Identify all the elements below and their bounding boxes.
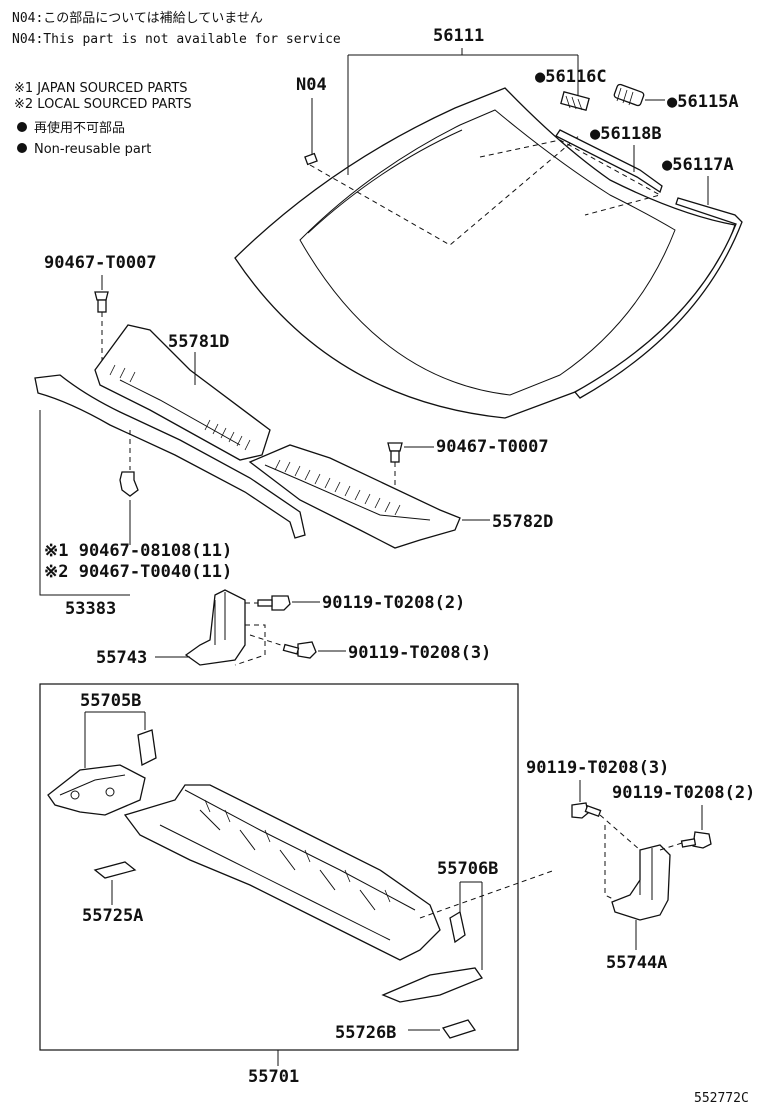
- clip-56115a[interactable]: [613, 83, 645, 107]
- svg-text:●56115A: ●56115A: [667, 92, 739, 112]
- svg-text:●56117A: ●56117A: [662, 155, 734, 175]
- svg-text:55706B: 55706B: [437, 859, 498, 879]
- svg-text:●56118B: ●56118B: [590, 124, 662, 144]
- label-90119-t0208-3-lower: 90119-T0208(3): [526, 758, 669, 802]
- bracket-55743[interactable]: [184, 589, 266, 666]
- bolt-90119-t0208-2-upper[interactable]: [245, 595, 291, 611]
- label-90119-t0208-3-upper: 90119-T0208(3): [318, 643, 491, 663]
- label-55726b: 55726B: [335, 1023, 440, 1043]
- plate-55726b[interactable]: [441, 1019, 477, 1039]
- note-non-reusable-jp: 再使用不可部品: [34, 120, 125, 136]
- svg-text:90467-T0007: 90467-T0007: [436, 437, 549, 457]
- bolt-90119-t0208-2-lower[interactable]: [659, 831, 712, 851]
- bracket-55705b[interactable]: [47, 729, 157, 816]
- label-55743: 55743: [96, 648, 190, 668]
- bracket-55706b[interactable]: [381, 910, 484, 1003]
- svg-text:90119-T0208(3): 90119-T0208(3): [348, 643, 491, 663]
- label-55782d: 55782D: [462, 512, 553, 532]
- note-local-sourced: ※2 LOCAL SOURCED PARTS: [14, 97, 192, 112]
- svg-text:55782D: 55782D: [492, 512, 553, 532]
- bullet-icon: [17, 143, 27, 153]
- svg-text:90119-T0208(2): 90119-T0208(2): [612, 783, 755, 803]
- cowl-panel-55701[interactable]: [123, 784, 556, 961]
- label-90119-t0208-2-lower: 90119-T0208(2): [612, 783, 755, 830]
- bracket-55744a[interactable]: [604, 825, 671, 921]
- diagram-id: 552772C: [694, 1091, 749, 1106]
- label-56117a: ●56117A: [662, 155, 734, 205]
- svg-text:※2 90467-T0040(11): ※2 90467-T0040(11): [44, 562, 232, 582]
- clip-56116c[interactable]: [560, 91, 590, 111]
- svg-text:55705B: 55705B: [80, 691, 141, 711]
- clip-90467-t0007-left[interactable]: [94, 291, 109, 370]
- clip-90467-t0007-right[interactable]: [387, 442, 403, 545]
- svg-text:53383: 53383: [65, 599, 116, 619]
- bolt-90119-t0208-3-upper[interactable]: [249, 634, 317, 659]
- label-56111: 56111: [347, 26, 579, 175]
- label-56118b: ●56118B: [590, 124, 662, 172]
- note-n04-en: N04:This part is not available for servi…: [12, 32, 341, 47]
- svg-text:90119-T0208(2): 90119-T0208(2): [322, 593, 465, 613]
- label-56115a: ●56115A: [645, 92, 739, 112]
- molding-56118b[interactable]: [555, 129, 663, 194]
- label-53383: 53383: [39, 410, 130, 619]
- label-55701: 55701: [248, 1050, 299, 1087]
- cowl-seal-53383[interactable]: [34, 374, 306, 539]
- svg-text:55701: 55701: [248, 1067, 299, 1087]
- plate-55725a[interactable]: [93, 861, 137, 879]
- label-55706b: 55706B: [437, 859, 498, 970]
- label-n04: N04: [296, 75, 327, 166]
- cowl-louver-55782d[interactable]: [248, 444, 461, 549]
- cowl-louver-55781d[interactable]: [94, 324, 271, 461]
- svg-text:55744A: 55744A: [606, 953, 667, 973]
- label-55744a: 55744A: [606, 920, 667, 973]
- svg-text:55781D: 55781D: [168, 332, 229, 352]
- note-n04-jp: N04:この部品については補給していません: [12, 11, 263, 26]
- bullet-icon: [17, 122, 27, 132]
- notes-legend: N04:この部品については補給していません N04:This part is n…: [12, 11, 341, 157]
- molding-56117a[interactable]: [573, 197, 743, 399]
- clip-90467-08108[interactable]: [119, 430, 139, 497]
- note-non-reusable-en: Non-reusable part: [34, 142, 151, 157]
- svg-text:※1 90467-08108(11): ※1 90467-08108(11): [44, 541, 232, 561]
- svg-text:55725A: 55725A: [82, 906, 143, 926]
- svg-text:●56116C: ●56116C: [535, 67, 607, 87]
- windshield-glass[interactable]: [234, 87, 736, 419]
- svg-text:N04: N04: [296, 75, 327, 95]
- svg-text:56111: 56111: [433, 26, 484, 46]
- label-55725a: 55725A: [82, 880, 143, 926]
- label-90467-t0007-right: 90467-T0007: [404, 437, 549, 457]
- bolt-90119-t0208-3-lower[interactable]: [571, 802, 641, 851]
- assembly-box-55701: [39, 683, 519, 1051]
- svg-text:90119-T0208(3): 90119-T0208(3): [526, 758, 669, 778]
- label-90119-t0208-2-upper: 90119-T0208(2): [292, 593, 465, 613]
- label-55781d: 55781D: [168, 332, 229, 385]
- note-japan-sourced: ※1 JAPAN SOURCED PARTS: [14, 81, 188, 96]
- label-90467-t0007-left: 90467-T0007: [44, 253, 157, 290]
- label-55705b: 55705B: [80, 691, 146, 768]
- label-56116c: ●56116C: [535, 67, 607, 87]
- svg-text:55726B: 55726B: [335, 1023, 396, 1043]
- label-90467-08108: ※1 90467-08108(11) ※2 90467-T0040(11): [44, 500, 232, 582]
- svg-text:90467-T0007: 90467-T0007: [44, 253, 157, 273]
- svg-text:55743: 55743: [96, 648, 147, 668]
